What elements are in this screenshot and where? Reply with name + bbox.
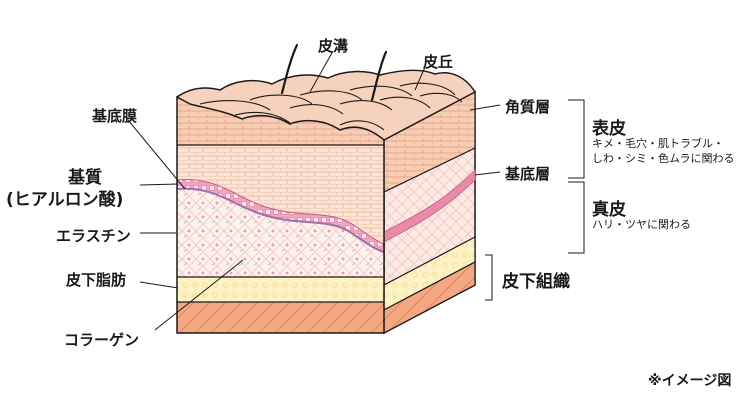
label-kakushitsu: 角質層: [505, 98, 551, 116]
label-hyohi: 表皮: [592, 119, 626, 139]
label-hyohi-note-2: しわ・シミ・色ムラに関わる: [592, 152, 735, 165]
leader-lines: [127, 50, 501, 331]
basal-membrane-line: [176, 187, 385, 253]
cube-front-face: [176, 96, 385, 334]
label-shinpi-note: ハリ・ツヤに関わる: [592, 218, 691, 231]
label-elastin: エラスチン: [56, 227, 131, 245]
label-kiteimaku: 基底膜: [92, 107, 138, 125]
hair-1: [280, 43, 299, 95]
image-disclaimer: ※イメージ図: [648, 373, 732, 389]
label-hikyu: 皮丘: [423, 53, 454, 71]
hair-2: [370, 50, 388, 102]
label-hyaluronic-acid: (ヒアルロン酸): [6, 190, 124, 210]
label-kishitsu: 基質: [68, 168, 102, 188]
label-hyohi-note-1: キメ・毛穴・肌トラブル・: [592, 137, 724, 150]
label-collagen: コラーゲン: [64, 331, 140, 349]
label-subcutaneous-tissue: 皮下組織: [502, 272, 570, 292]
label-shibou: 皮下脂肪: [66, 271, 127, 289]
label-kiteiso: 基底層: [505, 165, 551, 183]
cube-right-side: [383, 90, 476, 335]
label-shinpi: 真皮: [592, 200, 626, 220]
label-hiko: 皮溝: [318, 37, 349, 55]
cube-top-surface: [176, 43, 476, 141]
brackets: [485, 99, 585, 301]
